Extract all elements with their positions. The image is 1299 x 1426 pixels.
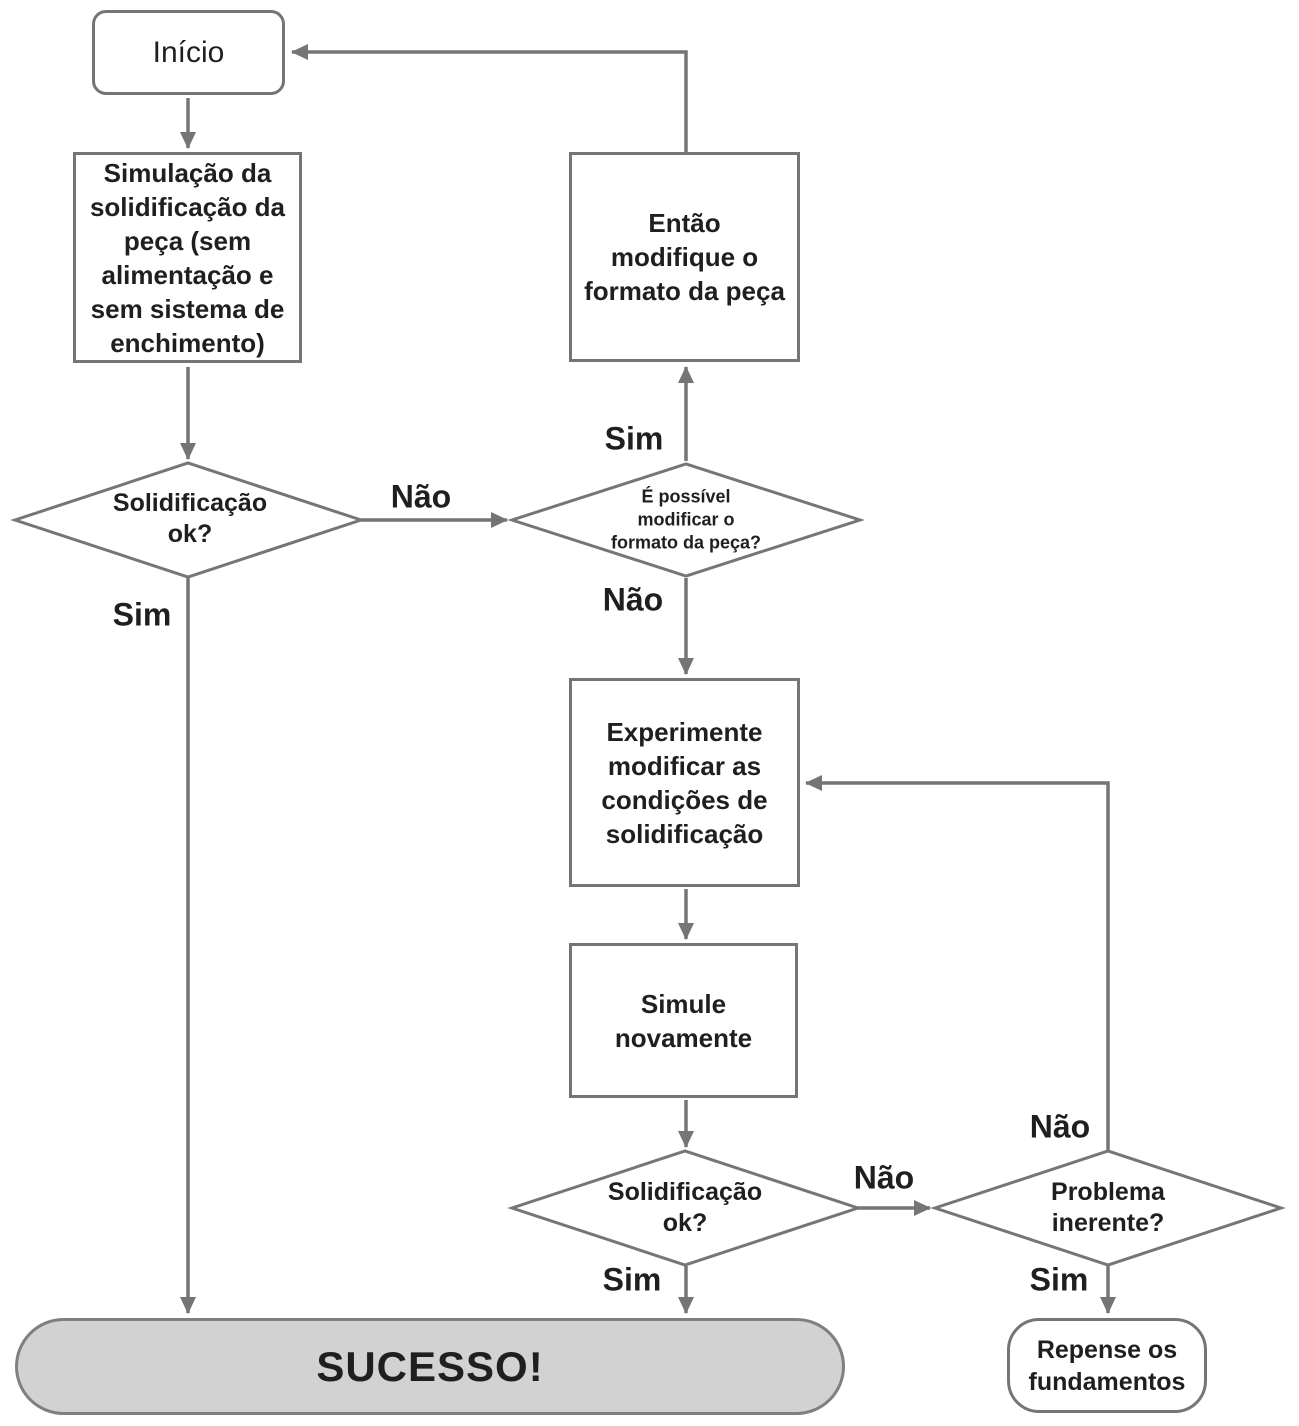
decision-diamond-solidificacao-1 xyxy=(10,461,366,579)
node-simule-novamente: Simule novamente xyxy=(569,943,798,1098)
edge-label-sim-2: Sim xyxy=(604,420,664,457)
edge-label-nao-2: Não xyxy=(602,581,664,618)
node-simulacao: Simulação da solidificação da peça (sem … xyxy=(73,152,302,363)
node-experimente-modificar: Experimente modificar as condições de so… xyxy=(569,678,800,887)
node-inicio: Início xyxy=(92,10,285,95)
decision-label-solidificacao-1: Solidificação ok? xyxy=(112,489,268,548)
node-entao-modifique: Então modifique o formato da peça xyxy=(569,152,800,362)
edge-label-sim-3: Sim xyxy=(602,1261,662,1298)
decision-label-solidificacao-2: Solidificação ok? xyxy=(607,1178,763,1237)
edge-label-sim-1: Sim xyxy=(112,596,172,633)
edge-label-nao-3: Não xyxy=(853,1159,915,1196)
decision-diamond-problema-inerente xyxy=(930,1149,1286,1267)
node-repense-fundamentos: Repense os fundamentos xyxy=(1007,1318,1207,1413)
decision-diamond-e-possivel xyxy=(507,462,865,578)
edge-label-nao-1: Não xyxy=(390,478,452,515)
decision-label-problema-inerente: Problema inerente? xyxy=(1051,1178,1165,1237)
node-sucesso: SUCESSO! xyxy=(15,1318,845,1415)
decision-diamond-solidificacao-2 xyxy=(507,1149,863,1267)
edge-label-nao-4: Não xyxy=(1029,1108,1091,1145)
edge-problema-experimente xyxy=(805,775,1110,1150)
edge-label-sim-4: Sim xyxy=(1029,1261,1089,1298)
decision-label-e-possivel: É possível modificar o formato da peça? xyxy=(610,486,762,553)
edge-entao-inicio xyxy=(291,44,688,153)
